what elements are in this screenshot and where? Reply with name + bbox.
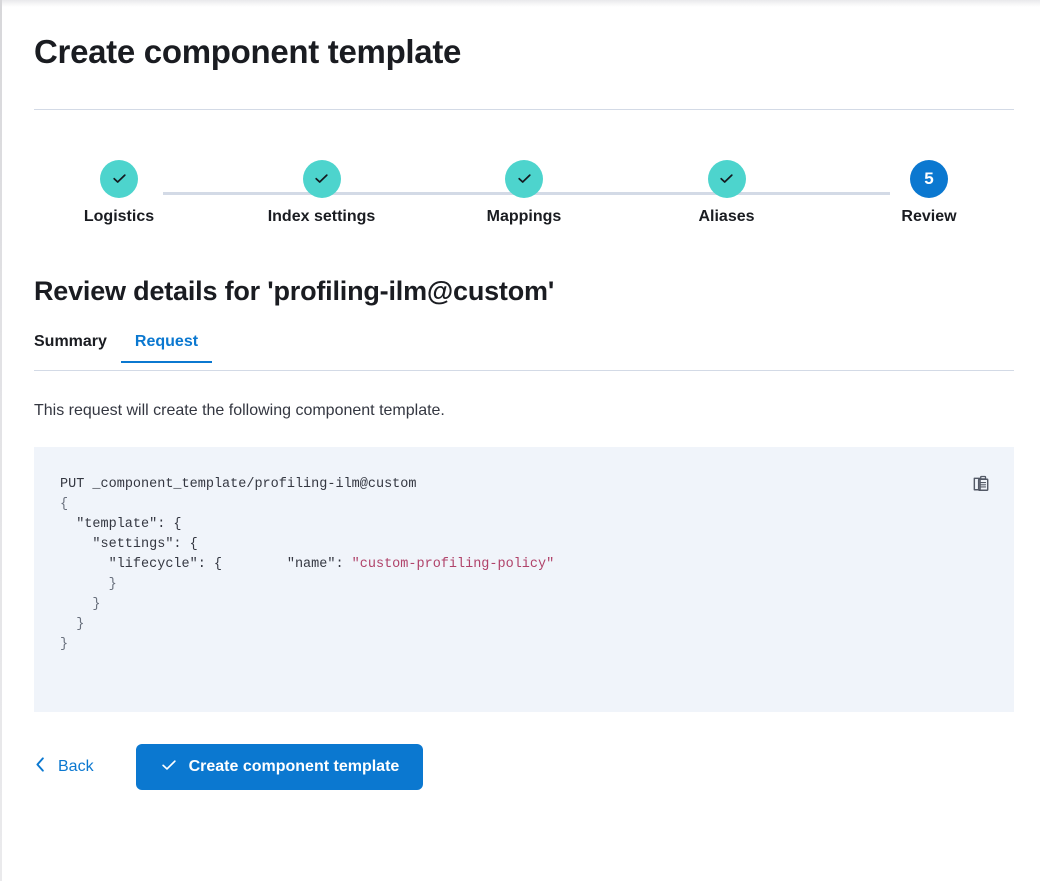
- step-label: Mappings: [486, 207, 562, 225]
- code-line-open-brace: {: [60, 497, 69, 513]
- tab-request[interactable]: Request: [120, 333, 213, 363]
- create-component-template-button-label: Create component template: [188, 758, 400, 776]
- code-line-close-settings: }: [60, 597, 101, 613]
- back-button-label: Back: [58, 758, 94, 776]
- check-icon: [111, 170, 128, 187]
- request-code-block: PUT _component_template/profiling-ilm@cu…: [60, 475, 990, 655]
- code-line-settings: "settings": {: [60, 537, 198, 553]
- step-number: 5: [924, 169, 934, 189]
- step-status-circle: [302, 159, 341, 198]
- code-value-policy-name: "custom-profiling-policy": [351, 557, 555, 573]
- wizard-step-indicator: Logistics Index settings: [34, 159, 1014, 240]
- wizard-step-index-settings[interactable]: Index settings: [237, 159, 407, 226]
- wizard-step-mappings[interactable]: Mappings: [439, 159, 609, 226]
- wizard-step-review[interactable]: 5 Review: [844, 159, 1014, 226]
- step-label: Review: [901, 207, 957, 225]
- create-component-template-button[interactable]: Create component template: [135, 744, 424, 791]
- step-status-circle: [707, 159, 746, 198]
- wizard-step-aliases[interactable]: Aliases: [642, 159, 812, 226]
- copy-clipboard-icon[interactable]: [966, 469, 996, 499]
- request-description: This request will create the following c…: [34, 401, 445, 419]
- code-line-lifecycle: "lifecycle": {: [60, 557, 223, 573]
- step-status-circle: 5: [910, 159, 948, 198]
- request-path: _component_template/profiling-ilm@custom: [92, 477, 417, 493]
- code-line-close-template: }: [60, 617, 85, 633]
- tab-summary[interactable]: Summary: [20, 333, 121, 363]
- step-status-circle: [100, 159, 138, 198]
- header-divider: [34, 108, 1014, 110]
- code-line-close-root: }: [60, 637, 69, 653]
- review-heading: Review details for 'profiling-ilm@custom…: [34, 275, 555, 306]
- back-button[interactable]: Back: [34, 756, 94, 778]
- check-icon: [160, 756, 178, 779]
- step-label: Logistics: [83, 207, 155, 225]
- check-icon: [718, 170, 735, 187]
- check-icon: [516, 170, 533, 187]
- step-label: Aliases: [698, 207, 755, 225]
- wizard-step-logistics[interactable]: Logistics: [34, 159, 204, 226]
- page-title: Create component template: [34, 33, 462, 70]
- review-tabs: Summary Request: [34, 333, 1014, 371]
- code-line-close-lifecycle: }: [60, 577, 117, 593]
- step-label: Index settings: [267, 207, 376, 225]
- request-code-panel: PUT _component_template/profiling-ilm@cu…: [34, 447, 1014, 713]
- code-line-template: "template": {: [60, 517, 182, 533]
- step-status-circle: [505, 159, 543, 198]
- request-method: PUT: [60, 477, 85, 493]
- footer-actions: Back Create component template: [34, 744, 1008, 791]
- chevron-left-icon: [34, 756, 47, 778]
- check-icon: [313, 170, 330, 187]
- code-key-name: "name":: [286, 557, 344, 573]
